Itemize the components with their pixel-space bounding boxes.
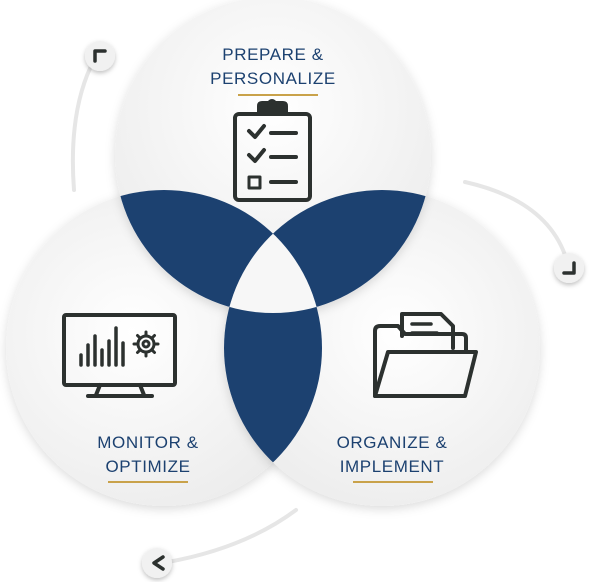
stage-label-organize: ORGANIZE & IMPLEMENT: [292, 431, 492, 479]
open-folder-icon: [373, 312, 478, 398]
arrow-track-top-left: [70, 58, 96, 192]
stage-label-monitor: MONITOR & OPTIMIZE: [48, 431, 248, 479]
stage-label-organize-line2: IMPLEMENT: [339, 457, 445, 476]
stage-label-monitor-line2: OPTIMIZE: [105, 457, 191, 476]
gold-rule-prepare: [238, 94, 318, 96]
stage-label-prepare-line1: PREPARE &: [222, 45, 324, 64]
clipboard-checklist-icon: [233, 99, 312, 202]
overlap-top-right: [224, 190, 431, 313]
chevron-left-icon: [142, 548, 172, 578]
chevron-up-left-icon: [85, 41, 115, 71]
arrow-track-right: [463, 180, 567, 257]
gold-rule-organize: [353, 481, 433, 483]
arrow-track-bottom: [166, 508, 298, 564]
chevron-down-right-icon: [554, 253, 584, 283]
stage-label-prepare: PREPARE & PERSONALIZE: [173, 43, 373, 91]
stage-label-prepare-line2: PERSONALIZE: [210, 69, 336, 88]
gold-rule-monitor: [108, 481, 188, 483]
stage-label-monitor-line1: MONITOR &: [97, 433, 199, 452]
cycle-arrow-tracks: [70, 58, 567, 564]
overlap-top-left: [115, 190, 322, 313]
stage-label-organize-line1: ORGANIZE &: [336, 433, 448, 452]
monitor-chart-gear-icon: [62, 313, 177, 398]
